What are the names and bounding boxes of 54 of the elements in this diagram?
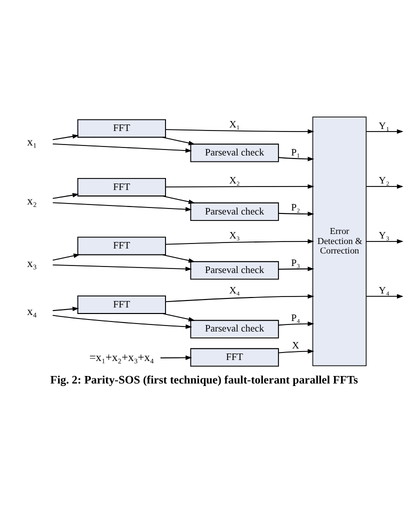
node-text: x₂ xyxy=(27,195,37,208)
arrow xyxy=(165,129,314,134)
arrow xyxy=(366,129,404,134)
edge-label: Y₄ xyxy=(378,286,390,297)
arrow xyxy=(52,202,192,212)
node-box: FFT xyxy=(77,119,166,138)
arrow xyxy=(278,266,314,272)
arrow xyxy=(52,134,79,140)
node-text: =x₁+x₂+x₃+x₄ xyxy=(89,352,154,364)
node-box: Parseval check xyxy=(190,144,279,162)
edge-label: X₄ xyxy=(229,286,240,297)
arrow xyxy=(165,239,314,245)
arrow xyxy=(366,184,404,189)
node-box: Parseval check xyxy=(190,320,279,338)
edge-label: Y₃ xyxy=(378,230,390,242)
arrow xyxy=(165,184,314,189)
edge-label: Y₁ xyxy=(378,120,390,132)
arrow xyxy=(52,264,192,272)
arrow xyxy=(52,254,80,261)
node-box: FFT xyxy=(77,296,166,314)
node-text: x₁ xyxy=(27,136,37,149)
arrow xyxy=(162,313,195,322)
edge-label: P₂ xyxy=(291,202,300,214)
arrow xyxy=(52,192,79,199)
node-text: x₃ xyxy=(27,258,37,270)
arrow xyxy=(52,306,79,312)
arrow xyxy=(278,322,314,326)
arrow xyxy=(278,156,314,162)
node-box: FFT xyxy=(77,236,166,256)
node-box: FFT xyxy=(190,348,279,367)
edge-label: X₃ xyxy=(229,230,240,242)
edge-label: P₁ xyxy=(291,148,300,159)
node-box: Parseval check xyxy=(190,202,279,221)
node-text: x₄ xyxy=(27,306,37,318)
arrow xyxy=(366,239,404,244)
edge-label: X xyxy=(292,340,300,352)
edge-label: P₃ xyxy=(291,258,300,270)
arrow xyxy=(162,136,195,146)
node-box: Parseval check xyxy=(190,261,279,280)
arrow xyxy=(52,314,192,329)
arrow xyxy=(165,294,314,302)
arrow xyxy=(160,355,192,360)
edge-label: Y₂ xyxy=(378,176,390,187)
edge-label: X₂ xyxy=(229,176,240,187)
edge-label: X₁ xyxy=(229,119,240,130)
arrow xyxy=(162,254,195,263)
arrow xyxy=(52,144,192,153)
arrow xyxy=(278,349,314,354)
arrow xyxy=(366,294,404,299)
arrow xyxy=(162,196,195,204)
edge-label: P₄ xyxy=(291,313,300,324)
arrow xyxy=(278,212,314,216)
caption: Fig. 2: Parity-SOS (first technique) fault-tolerant parallel FFTs xyxy=(50,374,358,386)
node-box: FFT xyxy=(77,178,166,196)
